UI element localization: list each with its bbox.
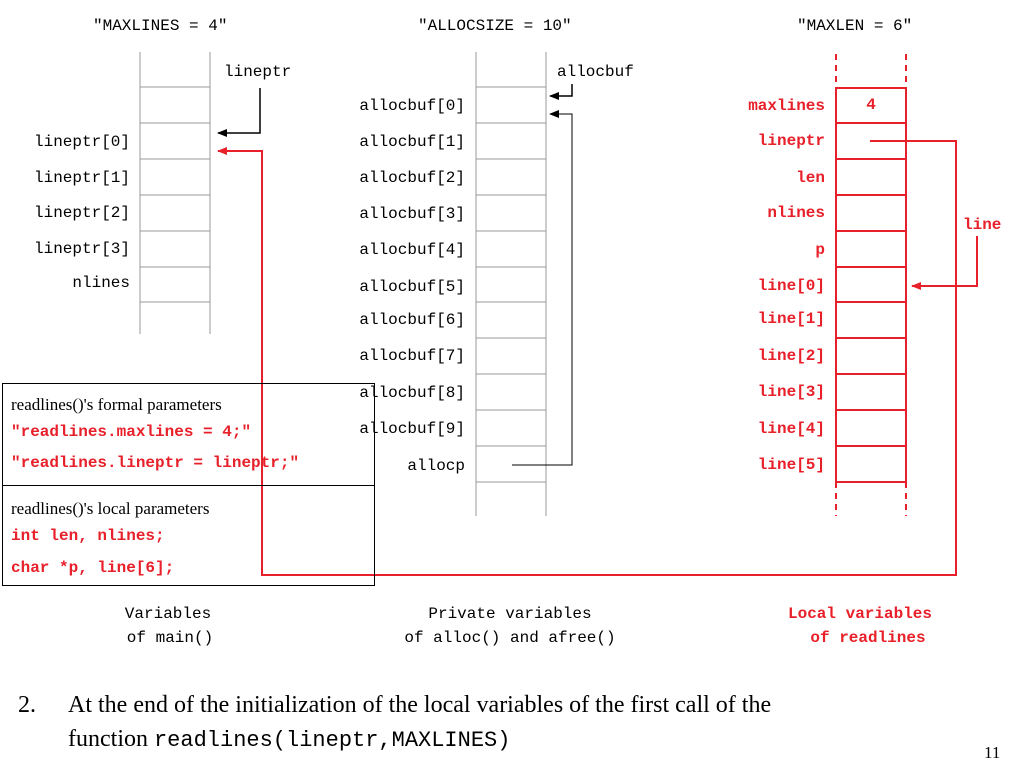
readlines-row-label: line[3]	[757, 383, 825, 401]
maxlines-value: 4	[866, 96, 876, 114]
header-allocsize: "ALLOCSIZE = 10"	[418, 17, 572, 35]
main-lineptr-label: lineptr	[224, 63, 292, 81]
local-param-len-nlines: int len, nlines;	[11, 527, 165, 545]
main-row-label: lineptr[0]	[33, 133, 130, 151]
formal-param-lineptr: "readlines.lineptr = lineptr;"	[11, 454, 300, 472]
readlines-row-label: line[4]	[757, 420, 825, 438]
main-row-label: lineptr[1]	[33, 169, 130, 187]
alloc-row-label: allocbuf[1]	[359, 133, 465, 151]
formal-param-maxlines: "readlines.maxlines = 4;"	[11, 423, 252, 441]
alloc-row-label: allocbuf[9]	[359, 420, 465, 438]
main-row-label: lineptr[2]	[33, 204, 130, 222]
allocbuf-pointer-label: allocbuf	[557, 63, 634, 81]
line-array-label: line	[963, 216, 1002, 234]
main-caption-line1: Variables	[124, 605, 212, 623]
line-label-arrow	[911, 236, 978, 290]
header-maxlines: "MAXLINES = 4"	[93, 17, 228, 35]
alloc-caption-line2: of alloc() and afree()	[404, 629, 616, 647]
alloc-row-label: allocp	[407, 457, 465, 475]
formal-params-title: readlines()'s formal parameters	[11, 395, 222, 414]
alloc-row-label: allocbuf[2]	[359, 169, 465, 187]
slide-number: 11	[984, 743, 1001, 762]
main-lineptr-arrow	[217, 88, 261, 137]
alloc-row-label: allocbuf[7]	[359, 347, 465, 365]
alloc-row-label: allocbuf[3]	[359, 205, 465, 223]
readlines-stack	[835, 54, 907, 516]
alloc-row-label: allocbuf[5]	[359, 278, 465, 296]
alloc-stack	[475, 52, 547, 516]
footer-code: readlines(lineptr,MAXLINES)	[153, 728, 511, 753]
alloc-row-label: allocbuf[4]	[359, 241, 465, 259]
readlines-row-label: line[0]	[757, 277, 825, 295]
readlines-row-label: p	[815, 241, 825, 259]
main-row-label: lineptr[3]	[33, 240, 130, 258]
main-row-label: nlines	[72, 274, 130, 292]
readlines-row-label: maxlines	[748, 97, 825, 115]
alloc-row-label: allocbuf[0]	[359, 97, 465, 115]
readlines-lineptr-arrow	[217, 140, 957, 576]
allocp-arrow	[512, 110, 573, 466]
readlines-caption-line2: of readlines	[810, 629, 926, 647]
footer-text-line1: At the end of the initialization of the …	[68, 692, 772, 718]
readlines-row-label: line[1]	[757, 310, 825, 328]
footer-number: 2.	[18, 692, 36, 718]
readlines-row-label: line[5]	[757, 456, 825, 474]
alloc-row-label: allocbuf[8]	[359, 384, 465, 402]
alloc-row-label: allocbuf[6]	[359, 311, 465, 329]
local-params-box	[2, 485, 375, 586]
main-stack	[139, 52, 211, 334]
header-maxlen: "MAXLEN = 6"	[797, 17, 913, 35]
readlines-row-label: nlines	[767, 204, 825, 222]
readlines-row-label: line[2]	[757, 347, 825, 365]
alloc-caption-line1: Private variables	[428, 605, 592, 623]
footer-text-line2: function readlines(lineptr,MAXLINES)	[68, 725, 510, 755]
readlines-caption-line1: Local variables	[787, 605, 933, 623]
readlines-row-label: lineptr	[757, 132, 825, 150]
readlines-row-label: len	[796, 169, 825, 187]
main-caption-line2: of main()	[126, 629, 214, 647]
footer-text-prefix: function	[68, 726, 154, 752]
local-param-p-line: char *p, line[6];	[11, 559, 175, 577]
allocbuf-arrow	[549, 84, 573, 100]
local-params-title: readlines()'s local parameters	[11, 499, 210, 518]
